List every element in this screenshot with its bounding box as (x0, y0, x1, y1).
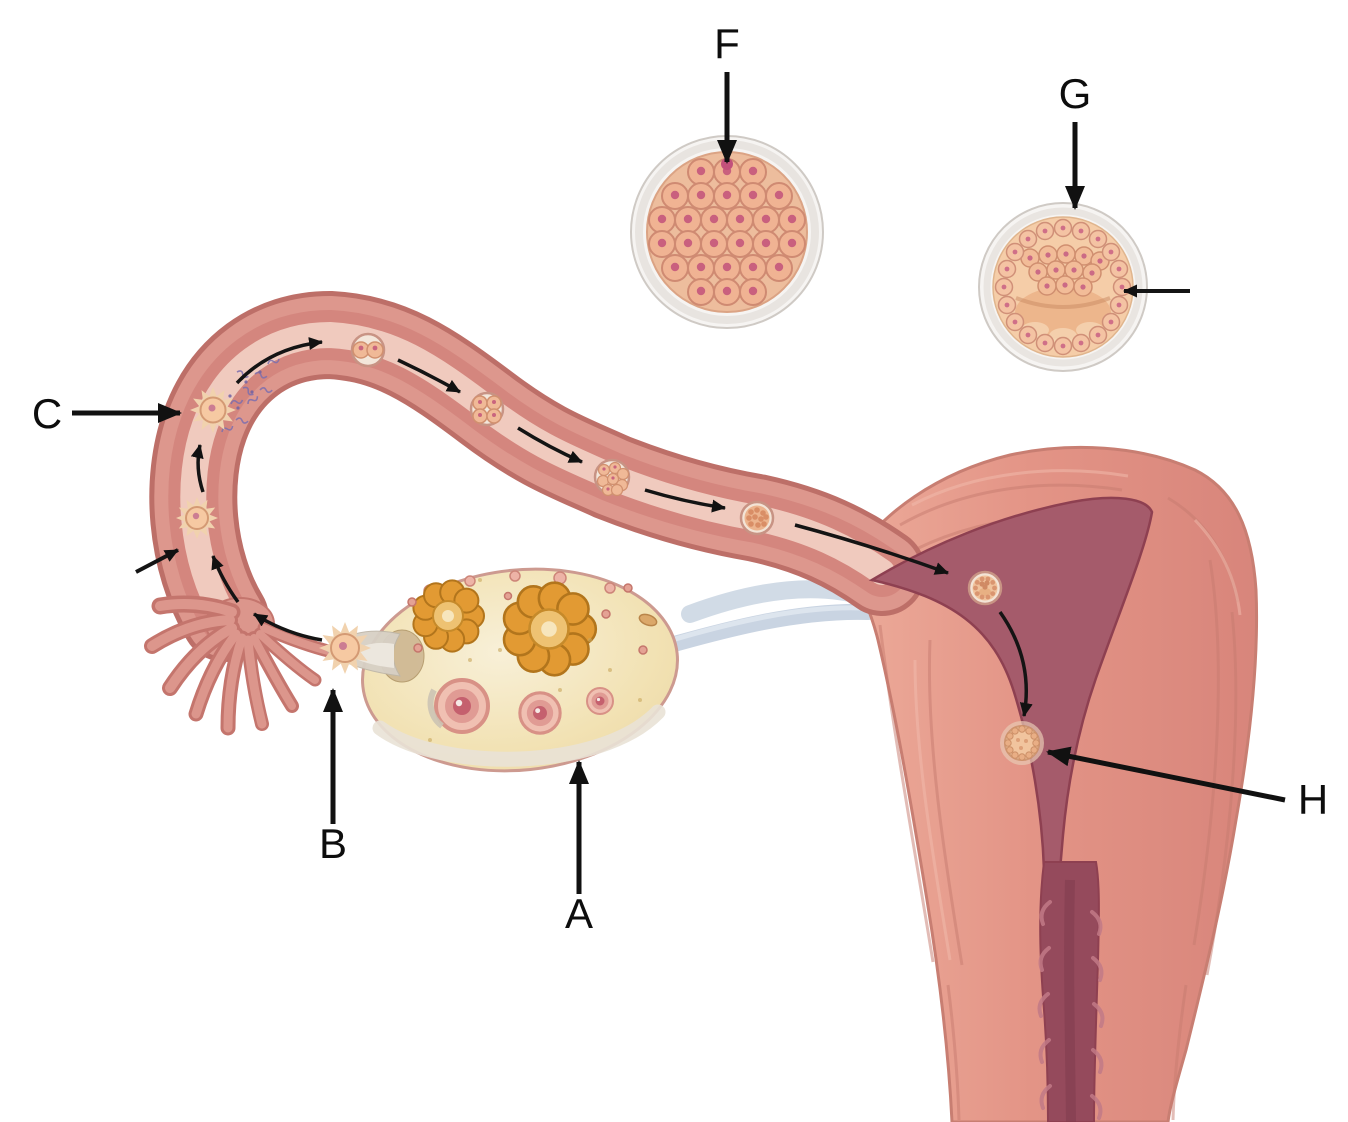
follicle-crescent (427, 688, 444, 729)
label-H-text: H (1298, 776, 1328, 823)
corpus-luteum-large (502, 581, 598, 677)
label-F: F (714, 20, 740, 164)
corpus-luteum-small (412, 579, 485, 653)
sperm-cluster (220, 357, 281, 434)
secondary-follicle-medium (518, 691, 562, 735)
arrow-egg-to-fimbriae (253, 612, 323, 642)
palmate-folds (1037, 900, 1105, 1120)
implantation-site (1000, 721, 1044, 765)
blastocyst-inset (978, 202, 1148, 372)
ovulated-egg (319, 622, 371, 674)
label-C-text: C (32, 390, 62, 437)
uterus-highlights (911, 469, 1242, 961)
arrow-8cell-to-morula (644, 488, 726, 513)
label-H: H (1046, 746, 1328, 823)
icm-shadow (1015, 296, 1111, 309)
ovarian-ligament (652, 580, 879, 656)
arrow-morula-to-uterus (794, 523, 949, 575)
label-G-text: G (1059, 70, 1092, 117)
label-C: C (32, 390, 182, 437)
label-H-arrow (1046, 746, 1286, 803)
labels: F G C B A H (32, 20, 1328, 937)
secondary-follicle-large (434, 678, 490, 734)
fertilization-egg (190, 387, 236, 433)
arrow-2cell-to-4cell (397, 358, 461, 394)
morula-inset (630, 135, 824, 329)
flow-arrows (135, 284, 1190, 717)
pointer-egg-in-tube (135, 548, 179, 574)
ovary-detail (638, 613, 658, 627)
uterine-cavity (868, 496, 1154, 1122)
stages (176, 332, 1044, 765)
two-cell-stage (350, 332, 386, 368)
primordial-follicles (407, 583, 648, 655)
ovary (325, 567, 679, 773)
ovary-capsule (372, 704, 666, 767)
label-G: G (1059, 70, 1092, 210)
secondary-follicle-small (586, 687, 614, 715)
label-F-text: F (714, 20, 740, 67)
label-B: B (319, 688, 347, 867)
arrow-fertilization-to-2cell (235, 337, 323, 385)
arrow-up-tube-2 (190, 444, 205, 493)
label-B-text: B (319, 820, 347, 867)
arrow-4cell-to-8cell (517, 426, 583, 464)
arrow-up-tube-1 (211, 555, 240, 604)
eight-cell-stage (593, 458, 631, 497)
ovary-speckles (428, 578, 642, 742)
morula-stage (739, 500, 775, 536)
label-A: A (565, 760, 593, 937)
egg-in-tube (176, 497, 218, 539)
blastocyst-in-uterus (967, 570, 1003, 606)
arrow-to-implantation (998, 610, 1033, 717)
four-cell-stage (469, 391, 505, 427)
label-A-text: A (565, 890, 593, 937)
